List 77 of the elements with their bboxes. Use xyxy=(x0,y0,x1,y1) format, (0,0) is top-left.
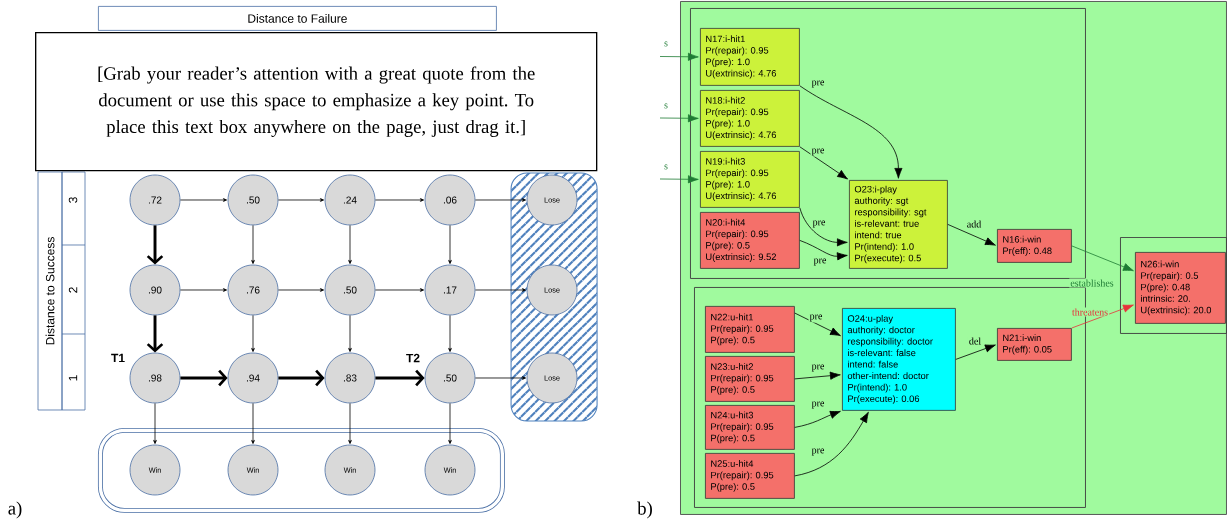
edge-label: pre xyxy=(810,400,826,410)
arrow xyxy=(1071,304,1134,329)
edge-label: establishes xyxy=(1069,278,1115,288)
arrow xyxy=(180,198,227,202)
state-box: N22:u-hit1 Pr(repair): 0.95 P(pre): 0.5 xyxy=(705,306,795,353)
edge-label: pre xyxy=(810,147,826,157)
arrow xyxy=(448,225,452,264)
arrow xyxy=(375,369,425,387)
state-label: T2 xyxy=(406,353,420,363)
action-box: O24:u-play authority: doctor responsibility: doctor is-relevant: false intend: false other-intend: doctor Pr(intend): 1.0 Pr(execute): 0.06 xyxy=(842,308,956,411)
arrow xyxy=(375,288,424,292)
edge-label: add xyxy=(965,219,983,229)
arrow xyxy=(180,288,227,292)
arrow xyxy=(251,403,255,444)
win-region xyxy=(97,427,505,513)
arrow xyxy=(448,403,452,444)
arrow xyxy=(146,225,164,265)
edge-label: pre xyxy=(808,313,824,323)
state-box: N25:u-hit4 Pr(repair): 0.95 P(pre): 0.5 xyxy=(705,453,795,499)
edge-label: s xyxy=(663,40,669,48)
arrow xyxy=(251,315,255,352)
arrow xyxy=(794,410,841,428)
arrow xyxy=(448,315,452,352)
edge-label: s xyxy=(663,102,669,110)
arrow xyxy=(794,371,841,380)
arrow xyxy=(794,312,841,337)
state-box: N17:i-hit1 Pr(repair): 0.95 P(pre): 1.0 U(extrinsic): 4.76 xyxy=(700,28,800,86)
state-box: N20:i-hit4 Pr(repair): 0.95 P(pre): 0.5 U(extrinsic): 9.52 xyxy=(700,212,800,269)
edge-label: pre xyxy=(810,79,826,89)
arrow xyxy=(659,52,699,61)
arrow xyxy=(659,175,699,184)
arrow xyxy=(799,85,903,179)
state-box: N16:i-win Pr(eff): 0.48 xyxy=(997,229,1072,263)
title-box: Distance to Failure xyxy=(98,6,497,31)
arrow xyxy=(659,114,699,123)
edge-label: threatens xyxy=(1070,307,1110,317)
arrow xyxy=(799,240,848,261)
arrow xyxy=(955,344,996,360)
panel-letter: b) xyxy=(637,501,652,519)
state-label: T1 xyxy=(111,353,125,363)
lose-region xyxy=(510,172,598,422)
axis-title-box: Distance to Success xyxy=(37,171,63,411)
arrow xyxy=(348,225,352,264)
edge-label: del xyxy=(967,336,983,346)
state-box: N21:i-win Pr(eff): 0.05 xyxy=(997,328,1072,361)
row-number: 3 xyxy=(68,197,78,203)
cluster-box xyxy=(690,8,1086,279)
arrow xyxy=(348,403,352,444)
panel-letter: a) xyxy=(8,501,22,519)
arrow xyxy=(278,369,325,387)
arrow xyxy=(947,224,996,246)
state-box: N24:u-hit3 Pr(repair): 0.95 P(pre): 0.5 xyxy=(705,405,795,450)
edge-label: pre xyxy=(811,219,827,229)
arrow xyxy=(146,315,164,353)
edge-label: pre xyxy=(810,363,826,373)
state-box: N26:i-win Pr(repair): 0.5 P(pre): 0.48 intrinsic: 20. U(extrinsic): 20.0 xyxy=(1135,252,1226,324)
action-box: O23:i-play authority: sgt responsibility: sgt is-relevant: true intend: true Pr(intend): 1.0 Pr(execute): 0.5 xyxy=(849,180,948,269)
arrow xyxy=(348,315,352,352)
arrow xyxy=(475,288,526,292)
arrow xyxy=(153,403,157,444)
arrow xyxy=(1071,245,1134,272)
state-box: N23:u-hit2 Pr(repair): 0.95 P(pre): 0.5 xyxy=(705,356,795,402)
arrow xyxy=(278,198,324,202)
state-box: N18:i-hit2 Pr(repair): 0.95 P(pre): 1.0 U(extrinsic): 4.76 xyxy=(700,90,800,147)
arrow xyxy=(799,207,848,247)
arrow xyxy=(475,376,526,380)
arrow xyxy=(794,411,869,477)
arrow xyxy=(251,225,255,264)
edge-label: pre xyxy=(812,257,828,267)
arrow xyxy=(475,198,526,202)
edge-label: pre xyxy=(810,447,826,457)
arrow xyxy=(180,369,228,387)
arrow xyxy=(278,288,324,292)
edge-label: s xyxy=(663,163,669,171)
state-box: N19:i-hit3 Pr(repair): 0.95 P(pre): 1.0 U(extrinsic): 4.76 xyxy=(700,151,800,208)
arrow xyxy=(375,198,424,202)
arrow xyxy=(799,146,848,180)
